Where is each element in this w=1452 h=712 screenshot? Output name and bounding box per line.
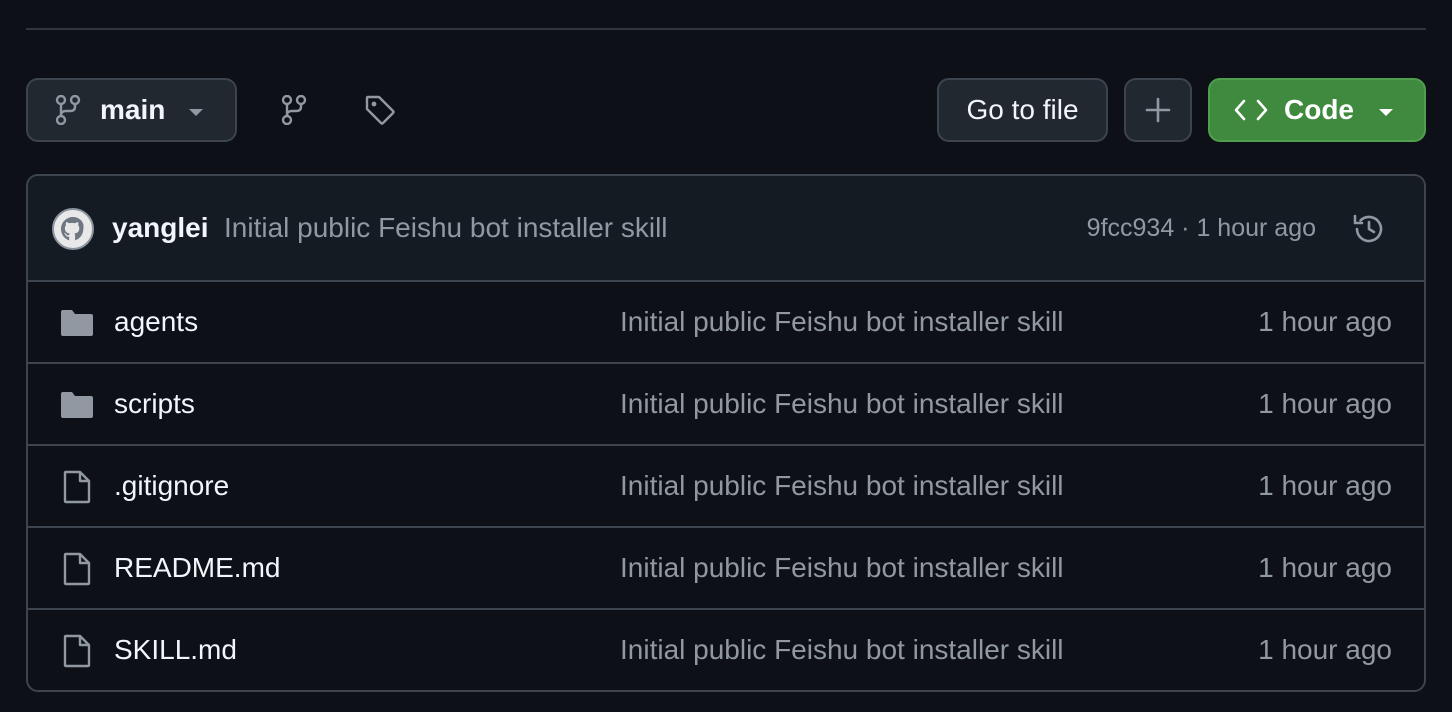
table-row[interactable]: SKILL.md Initial public Feishu bot insta…: [28, 610, 1424, 690]
file-commit-time: 1 hour ago: [1258, 388, 1392, 419]
commit-meta: 9fcc934 · 1 hour ago: [1087, 214, 1316, 243]
branches-link[interactable]: [278, 94, 310, 126]
file-name[interactable]: README.md: [114, 552, 281, 583]
branch-selector-button[interactable]: main: [26, 78, 237, 142]
file-name[interactable]: .gitignore: [114, 470, 230, 501]
file-commit-time: 1 hour ago: [1258, 634, 1392, 665]
file-commit-time: 1 hour ago: [1258, 470, 1392, 501]
latest-commit-header: yanglei Initial public Feishu bot instal…: [28, 176, 1424, 282]
file-name[interactable]: agents: [114, 306, 199, 337]
git-branch-icon: [281, 95, 307, 125]
code-dropdown-button[interactable]: Code: [1208, 78, 1426, 142]
tag-icon: [365, 95, 395, 125]
commit-author[interactable]: yanglei: [112, 212, 209, 243]
plus-icon: [1145, 97, 1171, 123]
commit-message[interactable]: Initial public Feishu bot installer skil…: [224, 212, 668, 243]
folder-icon: [61, 310, 93, 336]
file-commit-message[interactable]: Initial public Feishu bot installer skil…: [620, 388, 1064, 419]
github-octocat-icon: [61, 217, 84, 241]
meta-separator: ·: [1174, 214, 1197, 242]
caret-down-icon: [1379, 109, 1393, 116]
tags-link[interactable]: [364, 94, 396, 126]
branch-name: main: [100, 94, 166, 125]
table-row[interactable]: README.md Initial public Feishu bot inst…: [28, 528, 1424, 610]
commit-sha[interactable]: 9fcc934: [1086, 214, 1175, 242]
avatar[interactable]: [52, 208, 94, 250]
commit-time: 1 hour ago: [1196, 214, 1316, 242]
file-list: yanglei Initial public Feishu bot instal…: [26, 174, 1426, 692]
add-file-button[interactable]: [1124, 78, 1192, 142]
file-commit-message[interactable]: Initial public Feishu bot installer skil…: [620, 470, 1064, 501]
code-button-label: Code: [1284, 94, 1354, 125]
table-row[interactable]: agents Initial public Feishu bot install…: [28, 282, 1424, 364]
file-icon: [63, 634, 91, 668]
file-commit-time: 1 hour ago: [1258, 306, 1392, 337]
file-rows: agents Initial public Feishu bot install…: [28, 282, 1424, 690]
file-commit-message[interactable]: Initial public Feishu bot installer skil…: [620, 306, 1064, 337]
folder-icon: [61, 392, 93, 418]
file-name[interactable]: SKILL.md: [114, 634, 237, 665]
code-icon: [1234, 99, 1268, 121]
file-commit-message[interactable]: Initial public Feishu bot installer skil…: [620, 634, 1064, 665]
go-to-file-button[interactable]: Go to file: [937, 78, 1108, 142]
table-row[interactable]: .gitignore Initial public Feishu bot ins…: [28, 446, 1424, 528]
git-branch-icon: [55, 95, 81, 125]
file-name[interactable]: scripts: [114, 388, 195, 419]
file-commit-time: 1 hour ago: [1258, 552, 1392, 583]
history-icon[interactable]: [1352, 212, 1386, 246]
top-divider: [26, 28, 1426, 30]
caret-down-icon: [189, 109, 203, 116]
file-commit-message[interactable]: Initial public Feishu bot installer skil…: [620, 552, 1064, 583]
file-icon: [63, 552, 91, 586]
table-row[interactable]: scripts Initial public Feishu bot instal…: [28, 364, 1424, 446]
file-icon: [63, 470, 91, 504]
repo-toolbar: main Go to file: [26, 78, 1426, 142]
